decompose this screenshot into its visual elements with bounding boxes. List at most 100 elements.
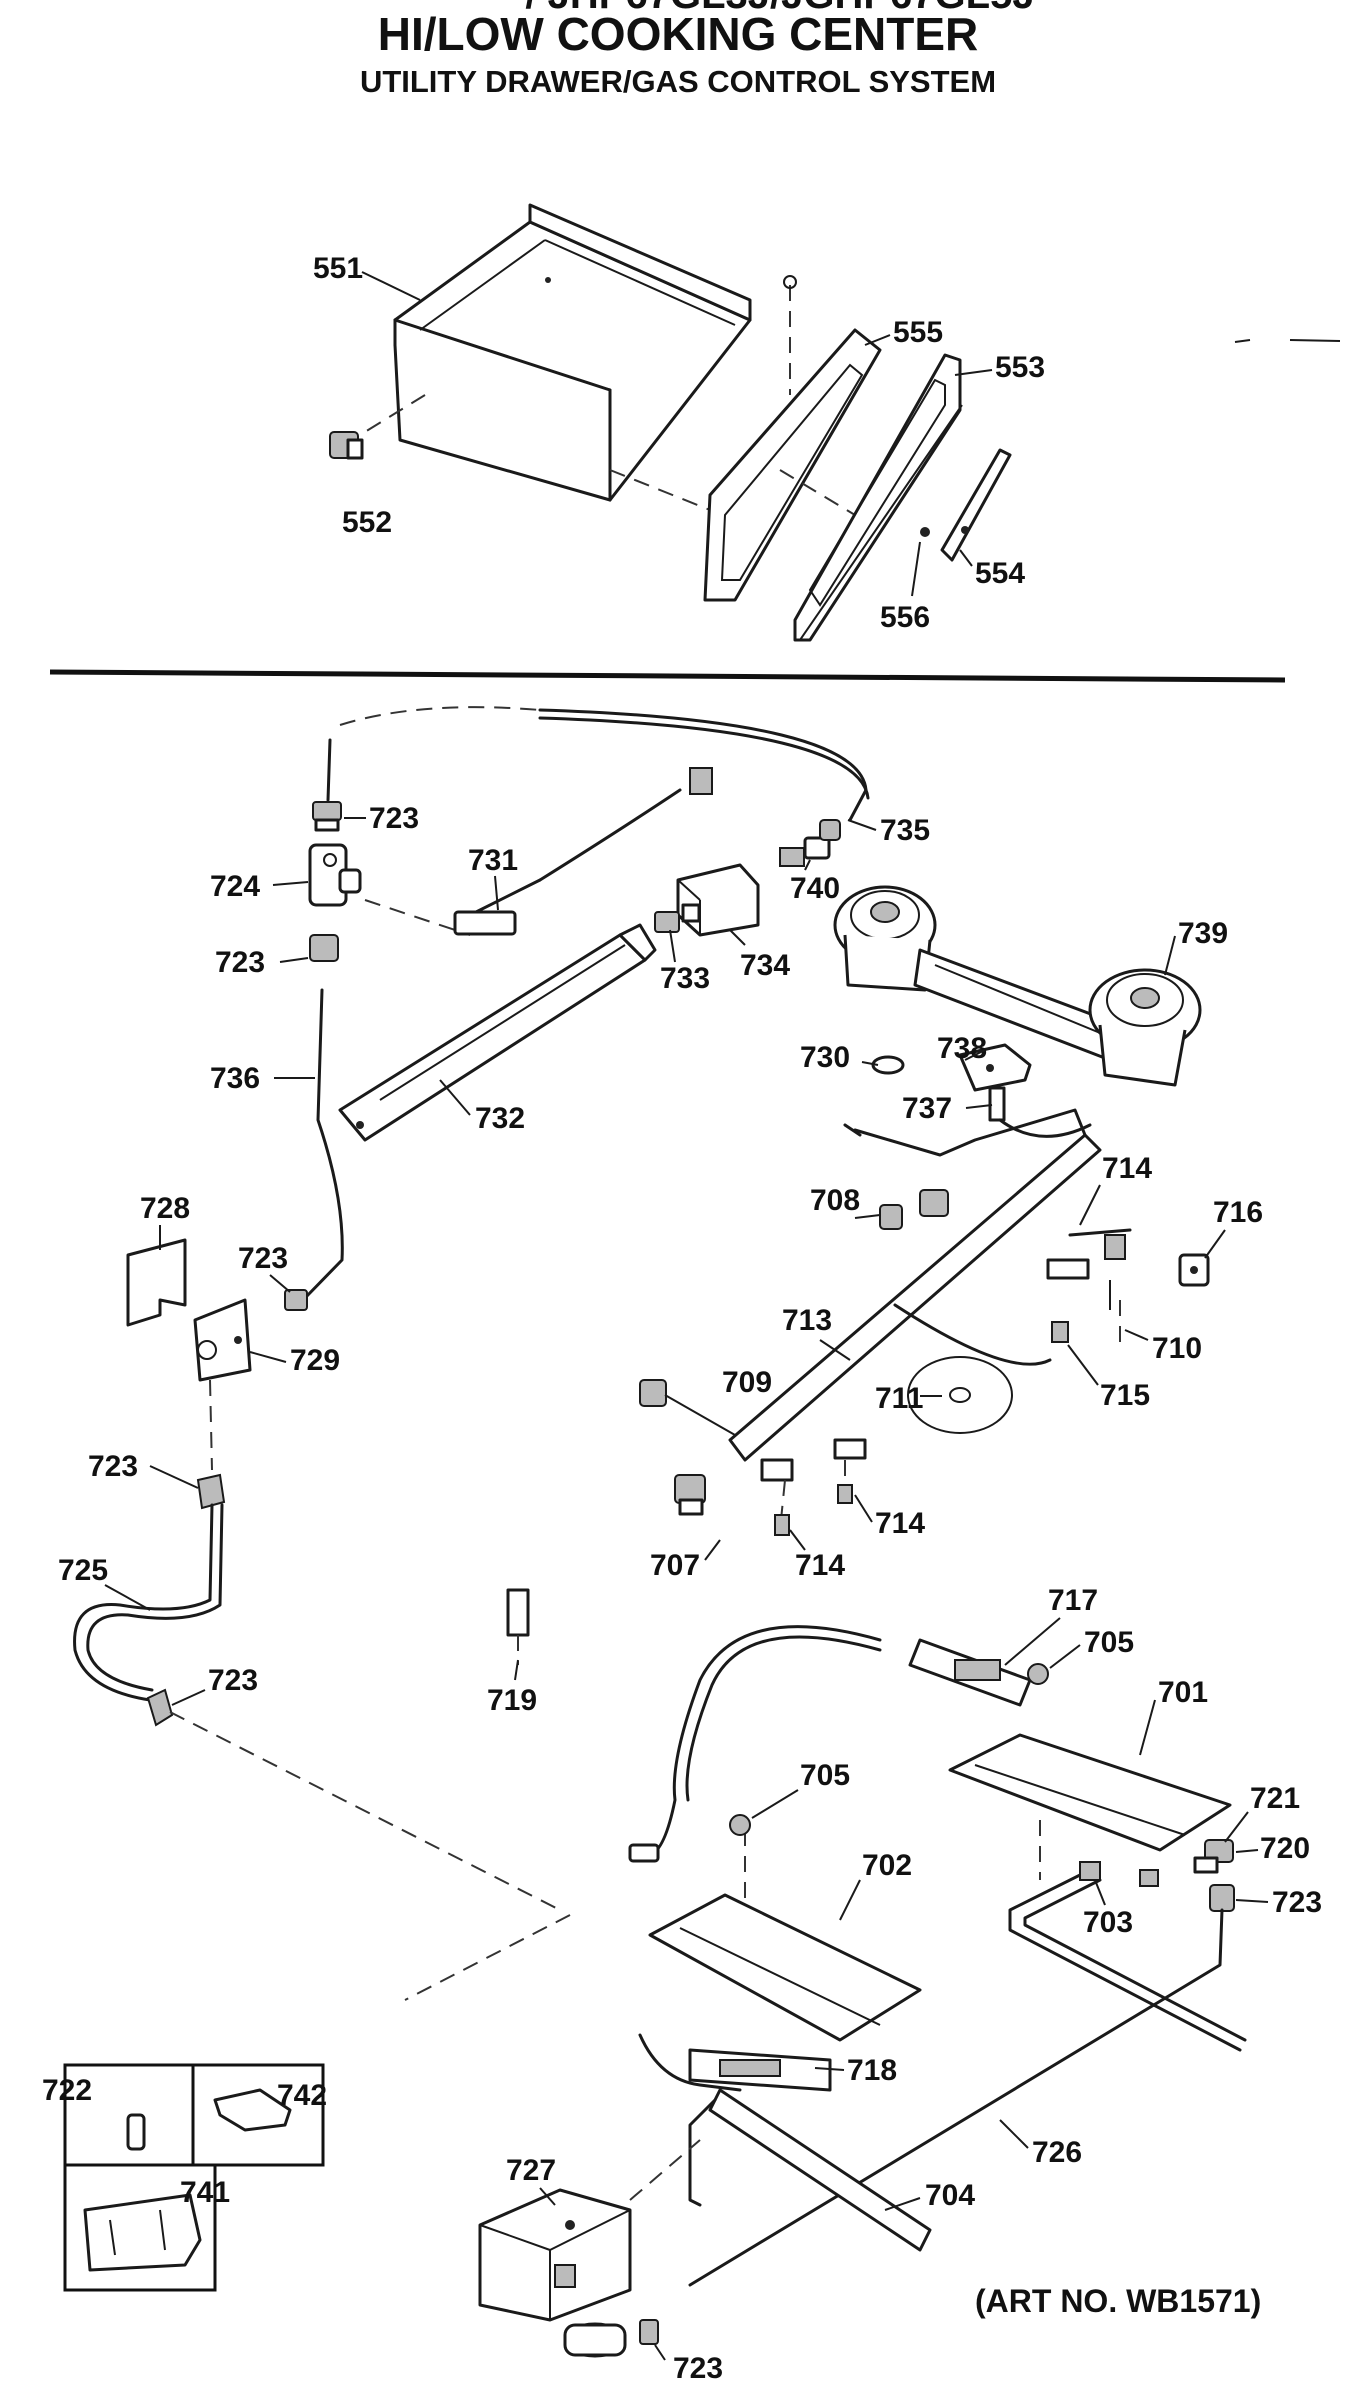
tube-736 bbox=[303, 988, 344, 1300]
label-703: 703 bbox=[1083, 1906, 1133, 1939]
label-732: 732 bbox=[475, 1102, 525, 1135]
electrode-731 bbox=[453, 767, 713, 936]
valve-709 bbox=[639, 1379, 736, 1436]
label-738: 738 bbox=[937, 1032, 987, 1065]
label-716: 716 bbox=[1213, 1196, 1263, 1229]
label-735: 735 bbox=[880, 814, 930, 847]
burner-tube-735 bbox=[538, 708, 868, 822]
orifice-721-720 bbox=[1139, 1839, 1234, 1887]
label-709: 709 bbox=[722, 1366, 772, 1399]
label-733: 733 bbox=[660, 962, 710, 995]
art-number: (ART NO. WB1571) bbox=[975, 2283, 1261, 2319]
label-715: 715 bbox=[1100, 1379, 1150, 1412]
label-737: 737 bbox=[902, 1092, 952, 1125]
label-736: 736 bbox=[210, 1062, 260, 1095]
valve-714-lower-a bbox=[760, 1458, 794, 1536]
drawer-panel-553 bbox=[793, 353, 963, 642]
inset-parts-box bbox=[63, 2063, 325, 2292]
label-741: 741 bbox=[180, 2176, 230, 2209]
broil-pan-702 bbox=[648, 1830, 922, 2042]
label-713: 713 bbox=[782, 1304, 832, 1337]
label-556: 556 bbox=[880, 601, 930, 634]
label-731: 731 bbox=[468, 844, 518, 877]
label-730: 730 bbox=[800, 1041, 850, 1074]
fitting-740 bbox=[779, 819, 841, 867]
label-728: 728 bbox=[140, 1192, 190, 1225]
thermocouple-737 bbox=[988, 1086, 1092, 1138]
drawer-clip bbox=[329, 431, 364, 460]
label-721: 721 bbox=[1250, 1782, 1300, 1815]
tube-725 bbox=[73, 1503, 214, 1702]
label-714-b: 714 bbox=[875, 1507, 925, 1540]
label-723-g: 723 bbox=[673, 2352, 723, 2385]
page-title: HI/LOW COOKING CENTER bbox=[378, 8, 979, 60]
bracket-738 bbox=[958, 1043, 1032, 1092]
label-707: 707 bbox=[650, 1549, 700, 1582]
label-555: 555 bbox=[893, 316, 943, 349]
label-723-f: 723 bbox=[1272, 1886, 1322, 1919]
fitting-723-right bbox=[1209, 1884, 1235, 1912]
valve-714-upper bbox=[1046, 1228, 1132, 1280]
label-723-c: 723 bbox=[238, 1242, 288, 1275]
label-729: 729 bbox=[290, 1344, 340, 1377]
label-553: 553 bbox=[995, 351, 1045, 384]
label-734: 734 bbox=[740, 949, 790, 982]
fitting-705-lower bbox=[729, 1814, 751, 1836]
label-704: 704 bbox=[925, 2179, 975, 2212]
label-723-d: 723 bbox=[88, 1450, 138, 1483]
section-divider bbox=[49, 669, 1286, 683]
fitting-705-upper bbox=[1027, 1663, 1049, 1685]
burner-711 bbox=[893, 1303, 1052, 1434]
label-552: 552 bbox=[342, 506, 392, 539]
label-720: 720 bbox=[1260, 1832, 1310, 1865]
label-718: 718 bbox=[847, 2054, 897, 2087]
electrode-718 bbox=[638, 2033, 832, 2092]
label-726: 726 bbox=[1032, 2136, 1082, 2169]
bracket-728 bbox=[126, 1238, 187, 1327]
label-724: 724 bbox=[210, 870, 260, 903]
label-723-b: 723 bbox=[215, 946, 265, 979]
label-554: 554 bbox=[975, 557, 1025, 590]
label-722: 722 bbox=[42, 2074, 92, 2107]
label-708: 708 bbox=[810, 1184, 860, 1217]
label-727: 727 bbox=[506, 2154, 556, 2187]
bracket-719 bbox=[506, 1588, 530, 1665]
label-723-a: 723 bbox=[369, 802, 419, 835]
label-705-b: 705 bbox=[800, 1759, 850, 1792]
page-subtitle: UTILITY DRAWER/GAS CONTROL SYSTEM bbox=[360, 64, 996, 99]
broil-pan-701 bbox=[948, 1733, 1232, 1880]
spark-715 bbox=[1051, 1321, 1069, 1343]
title-partial: / JHP67GL3J/JGHP67GL5J bbox=[525, 0, 1034, 17]
tube-upper-left bbox=[326, 738, 332, 802]
label-719: 719 bbox=[487, 1684, 537, 1717]
bracket-729 bbox=[193, 1298, 252, 1471]
label-702: 702 bbox=[862, 1849, 912, 1882]
fitting-723-top bbox=[312, 801, 342, 832]
label-717: 717 bbox=[1048, 1584, 1098, 1617]
label-725: 725 bbox=[58, 1554, 108, 1587]
drawer-handle-554 bbox=[920, 448, 1012, 562]
burner-tube-717 bbox=[628, 1625, 1032, 1863]
label-714-c: 714 bbox=[795, 1549, 845, 1582]
tee-fitting-724 bbox=[308, 843, 362, 907]
valve-714-lower-b bbox=[833, 1438, 867, 1504]
fitting-723-725top bbox=[196, 1473, 226, 1510]
fitting-723-725bot bbox=[146, 1688, 174, 1727]
burner-703 bbox=[1008, 1861, 1247, 2052]
label-701: 701 bbox=[1158, 1676, 1208, 1709]
utility-drawer bbox=[359, 203, 752, 521]
label-551: 551 bbox=[313, 252, 363, 285]
label-711: 711 bbox=[875, 1382, 923, 1415]
label-705-a: 705 bbox=[1084, 1626, 1134, 1659]
label-739: 739 bbox=[1178, 917, 1228, 950]
label-740: 740 bbox=[790, 872, 840, 905]
burner-732 bbox=[338, 923, 657, 1142]
label-723-e: 723 bbox=[208, 1664, 258, 1697]
fitting-723-mid bbox=[284, 1289, 308, 1311]
burner-assembly-739 bbox=[833, 885, 1202, 1087]
fitting-723-lower bbox=[309, 934, 339, 962]
valve-707 bbox=[674, 1474, 706, 1516]
label-710: 710 bbox=[1152, 1332, 1202, 1365]
orifice-716 bbox=[1178, 1253, 1210, 1287]
